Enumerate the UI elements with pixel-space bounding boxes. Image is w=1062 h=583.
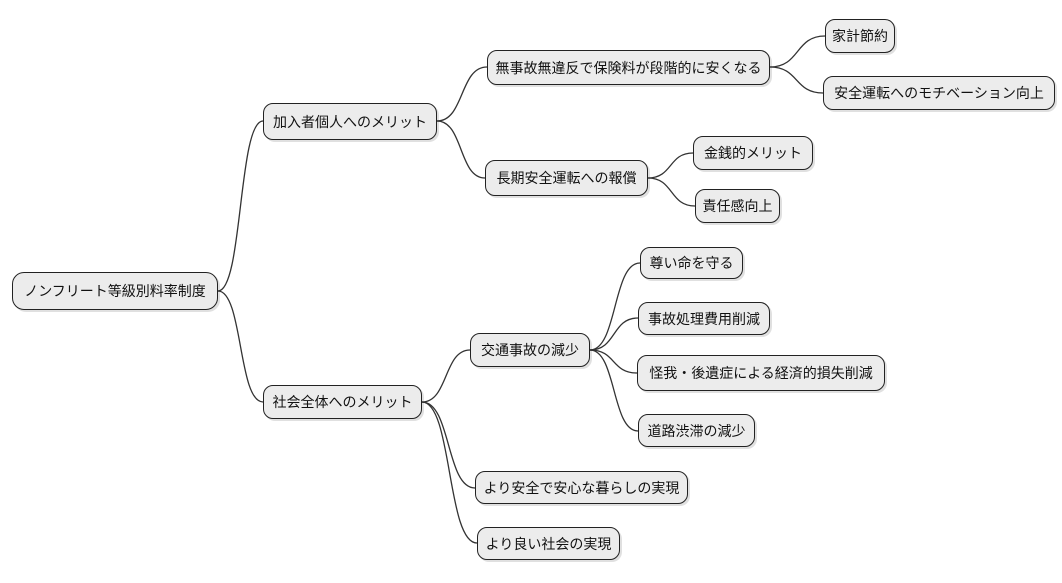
- connector-root-personal: [217, 120, 264, 292]
- node-accident-cost-reduction-label: 事故処理費用削減: [648, 310, 760, 327]
- node-household-saving-label: 家計節約: [832, 28, 888, 44]
- node-personal-merit-label: 加入者個人へのメリット: [273, 113, 427, 130]
- connector-accidentreduction-economicloss: [589, 349, 638, 374]
- node-congestion-reduction-label: 道路渋滞の減少: [647, 422, 746, 439]
- connector-social-bettersociety: [421, 401, 478, 544]
- node-accident-cost-reduction: 事故処理費用削減: [638, 302, 770, 335]
- node-save-lives: 尊い命を守る: [640, 247, 743, 279]
- connector-accidentreduction-congestion: [589, 349, 639, 432]
- node-better-society: より良い社会の実現: [477, 527, 620, 560]
- node-root-label: ノンフリート等級別料率制度: [24, 283, 206, 299]
- node-no-accident-discount: 無事故無違反で保険料が段階的に安くなる: [487, 50, 770, 85]
- node-responsibility: 責任感向上: [695, 189, 780, 223]
- node-accident-reduction-label: 交通事故の減少: [481, 342, 579, 358]
- node-safe-driving-motivation: 安全運転へのモチベーション向上: [823, 76, 1055, 110]
- node-no-accident-discount-label: 無事故無違反で保険料が段階的に安くなる: [495, 59, 762, 76]
- node-safe-life-label: より安全で安心な暮らしの実現: [483, 479, 680, 496]
- node-economic-loss-reduction: 怪我・後遺症による経済的損失削減: [637, 355, 885, 391]
- node-safe-life: より安全で安心な暮らしの実現: [475, 471, 688, 504]
- node-safe-driving-motivation-label: 安全運転へのモチベーション向上: [834, 85, 1044, 101]
- node-monetary-merit: 金銭的メリット: [693, 136, 813, 170]
- node-congestion-reduction: 道路渋滞の減少: [638, 414, 755, 447]
- connector-personal-noaccident: [436, 66, 488, 122]
- connector-social-safelife: [421, 401, 476, 489]
- connector-longterm-monetary: [647, 152, 694, 179]
- connector-noaccident-motivation: [769, 66, 824, 94]
- node-responsibility-label: 責任感向上: [702, 198, 773, 214]
- node-long-term-reward: 長期安全運転への報償: [485, 160, 648, 196]
- node-household-saving: 家計節約: [825, 19, 895, 53]
- connector-personal-longterm: [436, 120, 486, 179]
- node-economic-loss-reduction-label: 怪我・後遺症による経済的損失削減: [649, 365, 873, 381]
- connector-social-accidentreduction: [421, 349, 471, 403]
- node-root: ノンフリート等級別料率制度: [12, 272, 218, 310]
- connector-longterm-responsibility: [647, 177, 696, 207]
- connector-accidentreduction-savelives: [589, 262, 641, 351]
- connector-root-social: [217, 290, 264, 403]
- connector-accidentreduction-accidentcost: [589, 317, 639, 351]
- node-long-term-reward-label: 長期安全運転への報償: [496, 170, 637, 186]
- node-social-merit: 社会全体へのメリット: [263, 385, 422, 419]
- node-better-society-label: より良い社会の実現: [485, 535, 612, 552]
- node-monetary-merit-label: 金銭的メリット: [704, 145, 802, 161]
- node-personal-merit: 加入者個人へのメリット: [263, 103, 437, 140]
- connector-noaccident-household: [769, 35, 826, 68]
- node-save-lives-label: 尊い命を守る: [649, 255, 734, 271]
- node-social-merit-label: 社会全体へのメリット: [272, 394, 413, 410]
- node-accident-reduction: 交通事故の減少: [470, 333, 590, 367]
